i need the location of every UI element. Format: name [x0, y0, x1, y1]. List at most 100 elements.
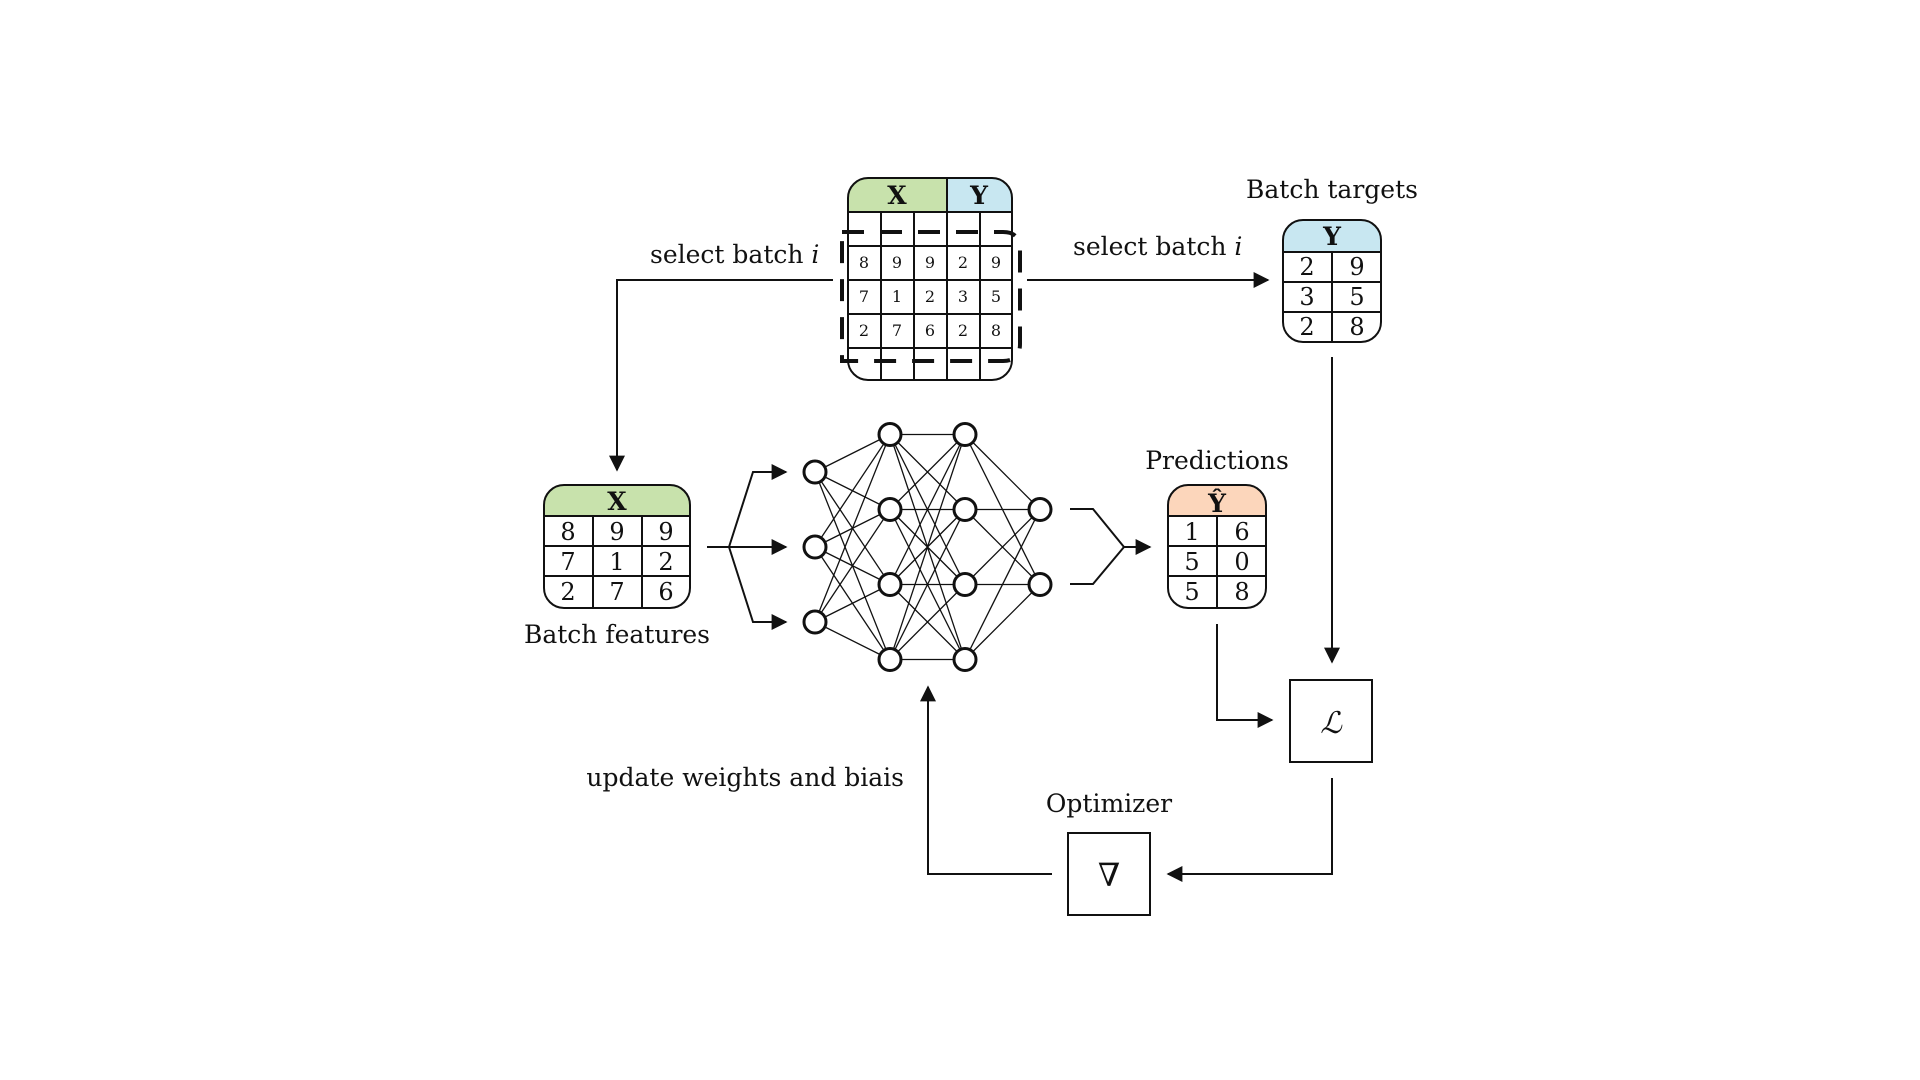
network-edge — [814, 583, 891, 623]
network-node-layer-2 — [877, 572, 903, 597]
dataset-cell: 7 — [892, 321, 902, 340]
dataset-x-header-bg — [848, 178, 947, 212]
network-edge — [964, 509, 1041, 660]
batch-feature-cell: 2 — [658, 548, 673, 576]
network-node-layer-3 — [952, 422, 978, 447]
dataset-x-header: X — [887, 181, 907, 210]
batch-features-table: X 8 9 9 7 1 2 2 7 6 Batch features — [524, 484, 710, 649]
predictions-header-bg — [1168, 485, 1266, 516]
network-node-layer-3 — [952, 647, 978, 672]
loss-box: ℒ — [1289, 679, 1373, 763]
batch-features-header: X — [607, 487, 627, 516]
dataset-cell: 9 — [925, 253, 935, 272]
optimizer-label: Optimizer — [1046, 789, 1172, 818]
network-edges — [814, 433, 1041, 661]
dataset-cell: 1 — [892, 287, 902, 306]
batch-feature-cell: 6 — [658, 578, 673, 606]
select-batch-left-label: select batch i — [650, 240, 819, 269]
prediction-cell: 8 — [1234, 578, 1249, 606]
network-node-layer-1 — [802, 609, 828, 635]
network-node-layer-4 — [1027, 572, 1053, 597]
batch-target-cell: 2 — [1299, 253, 1314, 281]
dataset-y-header-bg — [947, 178, 1012, 212]
dataset-cell: 2 — [859, 321, 869, 340]
dataset-cell: 2 — [925, 287, 935, 306]
prediction-cell: 5 — [1184, 578, 1199, 606]
dataset-cell: 8 — [859, 253, 869, 272]
batch-target-cell: 2 — [1299, 313, 1314, 341]
batch-target-cell: 9 — [1349, 253, 1364, 281]
dataset-cell: 6 — [925, 321, 935, 340]
batch-target-cell: 3 — [1299, 283, 1314, 311]
arrow-optimizer-to-network — [920, 685, 1052, 875]
batch-target-cell: 5 — [1349, 283, 1364, 311]
batch-targets-table: Batch targets Y 2 9 3 5 2 8 — [1246, 175, 1418, 343]
batch-features-label: Batch features — [524, 620, 710, 649]
batch-feature-cell: 2 — [560, 578, 575, 606]
batch-features-header-bg — [544, 485, 690, 516]
batch-feature-cell: 7 — [609, 578, 624, 606]
predictions-label: Predictions — [1145, 446, 1289, 475]
network-edge — [814, 621, 891, 661]
dataset-cell: 9 — [892, 253, 902, 272]
dataset-cell: 3 — [958, 287, 968, 306]
network-nodes — [802, 422, 1053, 672]
network-edge — [964, 584, 1041, 660]
prediction-cell: 0 — [1234, 548, 1249, 576]
network-node-layer-3 — [952, 497, 978, 522]
dataset-cell: 9 — [991, 253, 1001, 272]
network-node-layer-1 — [802, 459, 828, 485]
output-merge — [1070, 508, 1152, 585]
arrow-loss-to-optimizer — [1166, 778, 1333, 882]
network-edge — [889, 434, 966, 510]
network-edge — [964, 509, 1041, 585]
batch-selection-frame — [840, 230, 1022, 363]
batch-targets-label: Batch targets — [1246, 175, 1418, 204]
network-node-layer-3 — [952, 572, 978, 597]
predictions-table: Predictions Ŷ 1 6 5 0 5 8 — [1145, 446, 1289, 609]
update-weights-label: update weights and biais — [586, 763, 904, 792]
network-edge — [814, 434, 891, 548]
network-node-layer-4 — [1027, 497, 1053, 522]
dataset-cell: 2 — [958, 253, 968, 272]
prediction-cell: 1 — [1184, 518, 1199, 546]
network-edge — [814, 434, 891, 623]
batch-feature-cell: 9 — [609, 518, 624, 546]
prediction-cell: 6 — [1234, 518, 1249, 546]
arrow-predictions-to-loss — [1216, 624, 1274, 728]
network-node-layer-1 — [802, 534, 828, 560]
optimizer-symbol: ∇ — [1098, 856, 1120, 894]
dataset-table: X Y 8 9 9 2 9 7 1 2 3 5 2 7 6 2 8 — [840, 177, 1022, 381]
neural-network — [802, 422, 1053, 672]
batch-feature-cell: 9 — [658, 518, 673, 546]
network-edge — [814, 433, 891, 473]
network-edge — [814, 509, 891, 623]
network-edge — [889, 434, 966, 660]
dataset-cell: 8 — [991, 321, 1001, 340]
prediction-cell: 5 — [1184, 548, 1199, 576]
network-edge — [964, 434, 1041, 510]
batch-feature-cell: 1 — [609, 548, 624, 576]
loss-symbol: ℒ — [1320, 706, 1343, 741]
dataset-y-header: Y — [969, 181, 989, 210]
dataset-cell: 2 — [958, 321, 968, 340]
network-node-layer-2 — [877, 422, 903, 447]
input-fan — [707, 464, 788, 630]
network-edge — [889, 584, 966, 660]
arrow-to-batch-features — [609, 279, 833, 472]
select-batch-right-label: select batch i — [1073, 232, 1242, 261]
batch-target-cell: 8 — [1349, 313, 1364, 341]
dataset-cell: 5 — [991, 287, 1001, 306]
optimizer-box: Optimizer ∇ — [1046, 789, 1172, 916]
network-edge — [889, 434, 966, 585]
batch-feature-cell: 7 — [560, 548, 575, 576]
batch-feature-cell: 8 — [560, 518, 575, 546]
predictions-header: Ŷ — [1207, 489, 1227, 518]
network-edge — [889, 509, 966, 660]
batch-targets-header-bg — [1283, 220, 1381, 252]
network-node-layer-2 — [877, 497, 903, 522]
batch-targets-header: Y — [1322, 222, 1342, 251]
dataset-cell: 7 — [859, 287, 869, 306]
network-node-layer-2 — [877, 647, 903, 672]
